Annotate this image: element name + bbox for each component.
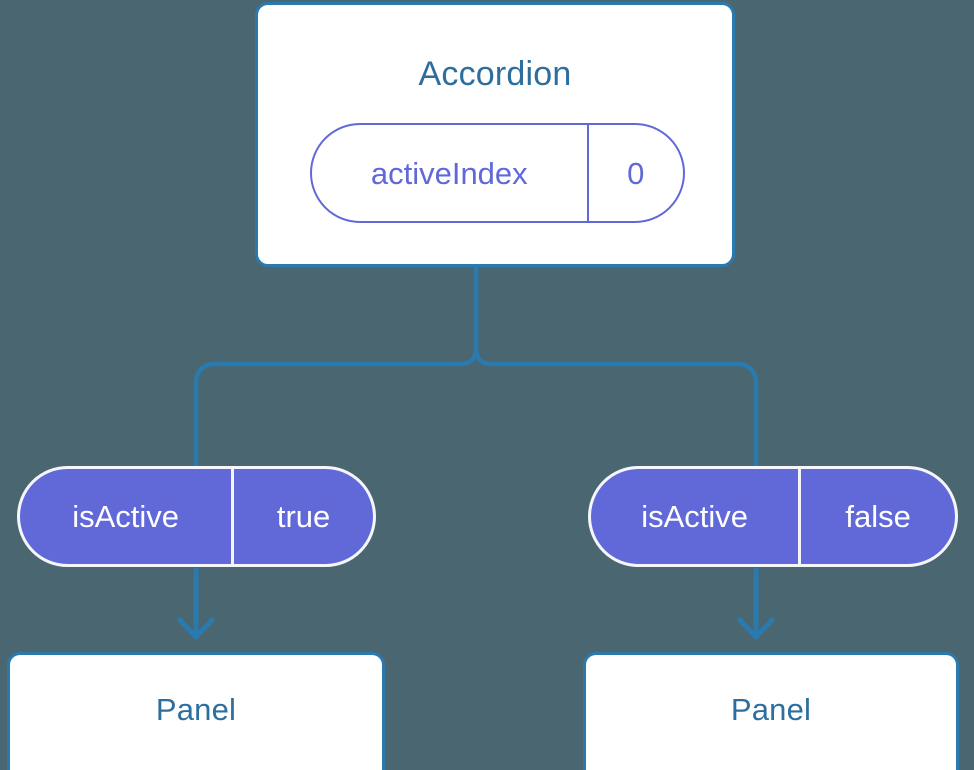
- panel-component-card-right[interactable]: Panel: [583, 652, 959, 770]
- state-pill-value: 0: [627, 155, 645, 191]
- tree-connector-path-right: [473, 264, 759, 469]
- down-arrow-icon-left: [177, 567, 215, 640]
- prop-pill-value: false: [845, 499, 911, 534]
- down-arrow-icon-right: [737, 567, 775, 640]
- panel-component-card-left[interactable]: Panel: [7, 652, 385, 770]
- state-pill-key: activeIndex: [312, 125, 589, 221]
- prop-pill-is-active-false[interactable]: isActive false: [588, 466, 958, 567]
- panel-card-title: Panel: [155, 692, 237, 727]
- accordion-component-card[interactable]: Accordion activeIndex 0: [255, 2, 735, 267]
- prop-pill-key: isActive: [20, 469, 235, 564]
- prop-pill-value: true: [276, 499, 331, 534]
- prop-pill-is-active-true[interactable]: isActive true: [17, 466, 376, 567]
- prop-pill-key: isActive: [591, 469, 802, 564]
- state-pill-active-index[interactable]: activeIndex 0: [310, 123, 685, 223]
- tree-connector-path: [193, 264, 479, 469]
- accordion-card-title: Accordion: [418, 55, 572, 93]
- panel-card-title: Panel: [730, 692, 812, 727]
